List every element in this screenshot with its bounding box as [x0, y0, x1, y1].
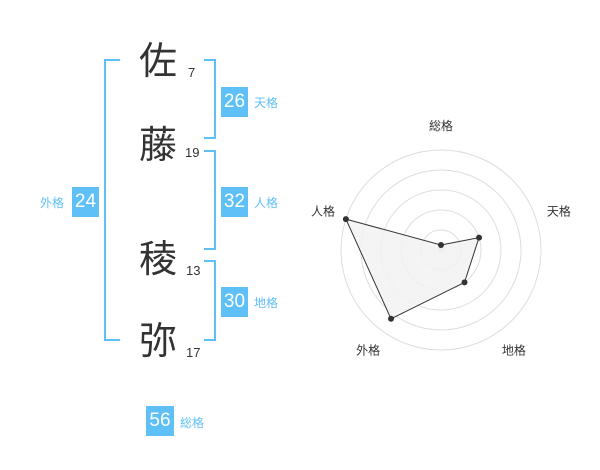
radar-points	[342, 216, 483, 322]
radar-point	[342, 216, 349, 223]
radar-area	[345, 218, 480, 320]
chikaku-label: 地格	[254, 296, 279, 310]
gaikaku-bracket	[104, 59, 120, 341]
chikaku-bracket	[204, 260, 216, 341]
stroke-count-3: 13	[186, 263, 201, 278]
stroke-count-1: 7	[188, 65, 196, 80]
soukaku-label: 総格	[180, 416, 205, 430]
chikaku-value-badge: 30	[221, 287, 248, 317]
name-char-4: 弥	[138, 319, 177, 363]
radar-axis-label: 地格	[502, 342, 526, 357]
jinkaku-label: 人格	[254, 196, 279, 210]
radar-point	[476, 234, 483, 241]
radar-axis-label: 天格	[547, 204, 571, 219]
jinkaku-value-badge: 32	[221, 187, 248, 217]
tenkaku-bracket	[204, 59, 216, 139]
gaikaku-value-badge: 24	[72, 187, 99, 217]
tenkaku-label: 天格	[254, 96, 279, 110]
name-char-3: 稜	[138, 237, 177, 281]
tenkaku-value-badge: 26	[221, 87, 248, 117]
radar-point	[388, 315, 395, 322]
name-char-1: 佐	[138, 39, 177, 83]
stroke-count-2: 19	[185, 145, 200, 160]
radar-point	[438, 242, 444, 248]
jinkaku-bracket	[204, 150, 216, 250]
radar-axis-label: 外格	[356, 342, 380, 357]
soukaku-value-badge: 56	[146, 406, 174, 436]
radar-axis-label: 人格	[311, 204, 335, 219]
radar-point	[461, 279, 468, 286]
radar-ring	[340, 149, 542, 351]
gaikaku-label: 外格	[40, 196, 65, 210]
stroke-count-4: 17	[186, 345, 201, 360]
radar-axis-label: 総格	[429, 118, 453, 133]
name-char-2: 藤	[138, 123, 177, 167]
